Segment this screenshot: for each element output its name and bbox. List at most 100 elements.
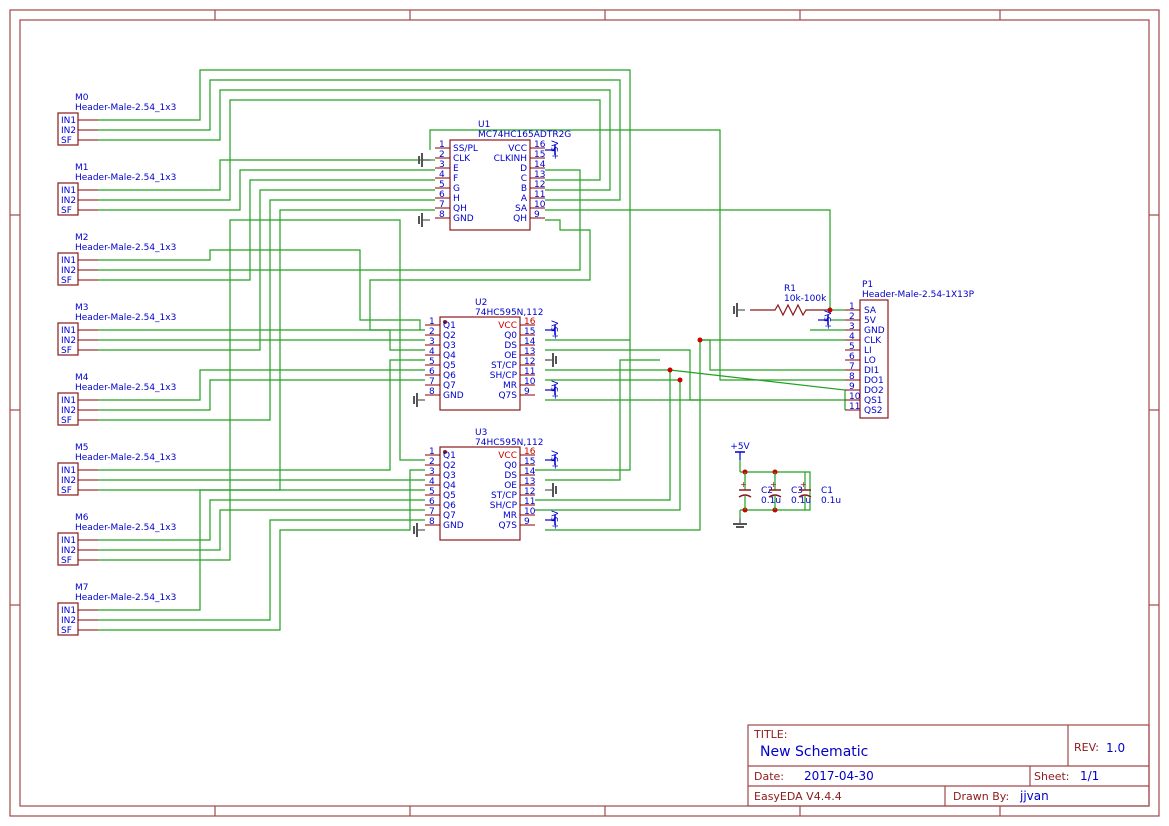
pin-number: 4 — [429, 347, 435, 357]
cap-value: 0.1u — [761, 496, 781, 506]
pin-number: 6 — [429, 367, 435, 377]
pin-number: 14 — [534, 160, 546, 170]
pin-label: Q0 — [504, 461, 517, 471]
tool-name: EasyEDA V4.4.4 — [754, 790, 842, 803]
pin-number: 9 — [524, 517, 530, 527]
pin-number: 2 — [439, 150, 445, 160]
power-5v-icon: +5V — [730, 442, 751, 460]
r1-value: 10k-100k — [784, 294, 827, 304]
connector-value: Header-Male-2.54_1x3 — [75, 523, 176, 533]
u2-value: 74HC595N,112 — [475, 308, 543, 318]
capacitor-c1[interactable]: C10.1u + — [798, 472, 841, 510]
pin-label: GND — [864, 326, 885, 336]
pin-number: 7 — [429, 377, 435, 387]
pin-label: OE — [504, 481, 517, 491]
connector-pin-label: IN1 — [61, 256, 76, 266]
pin-number: 8 — [439, 210, 445, 220]
capacitor-c2[interactable]: C20.1u+ — [738, 472, 781, 510]
date-label: Date: — [754, 770, 784, 783]
connector-ref: M3 — [75, 303, 89, 313]
cap-plus: + — [770, 480, 777, 489]
pin-number: 15 — [524, 457, 535, 467]
connector-pin-label: SF — [61, 136, 72, 146]
connector-pin-label: IN2 — [61, 336, 76, 346]
pin-label: Q7S — [498, 391, 517, 401]
connector-pin-label: SF — [61, 276, 72, 286]
svg-text:+5V: +5V — [730, 442, 750, 452]
pin-label: B — [521, 184, 527, 194]
pin-number: 7 — [849, 362, 855, 372]
cap-plus: + — [800, 480, 807, 489]
pin-label: QS2 — [864, 406, 883, 416]
pin-number: 13 — [524, 347, 535, 357]
pin-number: 5 — [429, 357, 435, 367]
connector-layer: M0Header-Male-2.54_1x3IN1IN2SFM1Header-M… — [57, 93, 176, 636]
pin-label: VCC — [508, 144, 527, 154]
pin-label: CLK — [864, 336, 882, 346]
pin-label: Q5 — [443, 361, 456, 371]
pin-label: Q2 — [443, 461, 456, 471]
connector-value: Header-Male-2.54_1x3 — [75, 243, 176, 253]
cap-ref: C1 — [821, 486, 833, 496]
pin-label: DO2 — [864, 386, 884, 396]
pin-label: DI1 — [864, 366, 879, 376]
pin-number: 13 — [534, 170, 545, 180]
connector-ref: M1 — [75, 163, 89, 173]
pin-number: 13 — [524, 477, 535, 487]
pin-number: 14 — [524, 337, 536, 347]
cap-value: 0.1u — [821, 496, 841, 506]
pin-label: GND — [443, 391, 464, 401]
drawn-value: jjvan — [1019, 789, 1049, 803]
connector-pin-label: IN1 — [61, 116, 76, 126]
cap-ref: C3 — [791, 486, 803, 496]
connector-value: Header-Male-2.54_1x3 — [75, 173, 176, 183]
pin-number: 9 — [849, 382, 855, 392]
pin-label: A — [521, 194, 528, 204]
pin-number: 9 — [524, 387, 530, 397]
pin-label: 5V — [864, 316, 877, 326]
pin-label: F — [453, 174, 458, 184]
pin-label: E — [453, 164, 459, 174]
pin-number: 4 — [429, 477, 435, 487]
connector-value: Header-Male-2.54_1x3 — [75, 313, 176, 323]
u1-value: MC74HC165ADTR2G — [478, 130, 571, 140]
connector-pin-label: SF — [61, 556, 72, 566]
ground-icon — [413, 523, 425, 537]
connector-pin-label: SF — [61, 206, 72, 216]
pin-number: 5 — [429, 487, 435, 497]
cap-plus: + — [740, 480, 747, 489]
pin-number: 4 — [849, 332, 855, 342]
connector-pin-label: IN2 — [61, 266, 76, 276]
pin-number: 9 — [534, 210, 540, 220]
pin-number: 11 — [524, 497, 535, 507]
power-5v-icon: +5V — [545, 379, 561, 400]
capacitor-c3[interactable]: C30.1u+ — [768, 472, 811, 510]
svg-text:+5V: +5V — [551, 509, 561, 529]
connector-ref: M6 — [75, 513, 89, 523]
pin-label: QH — [513, 214, 527, 224]
pin-label: LO — [864, 356, 876, 366]
pin-number: 6 — [429, 497, 435, 507]
pin-label: MR — [503, 511, 517, 521]
u3-ref: U3 — [475, 428, 487, 438]
pin-number: 4 — [439, 170, 445, 180]
wire-layer — [98, 69, 846, 631]
resistor-r1[interactable]: R1 10k-100k — [750, 284, 830, 317]
connector-pin-label: SF — [61, 626, 72, 636]
pin-label: G — [453, 184, 460, 194]
connector-pin-label: IN1 — [61, 466, 76, 476]
title-block: TITLE: New Schematic REV: 1.0 Date: 2017… — [747, 724, 1150, 807]
